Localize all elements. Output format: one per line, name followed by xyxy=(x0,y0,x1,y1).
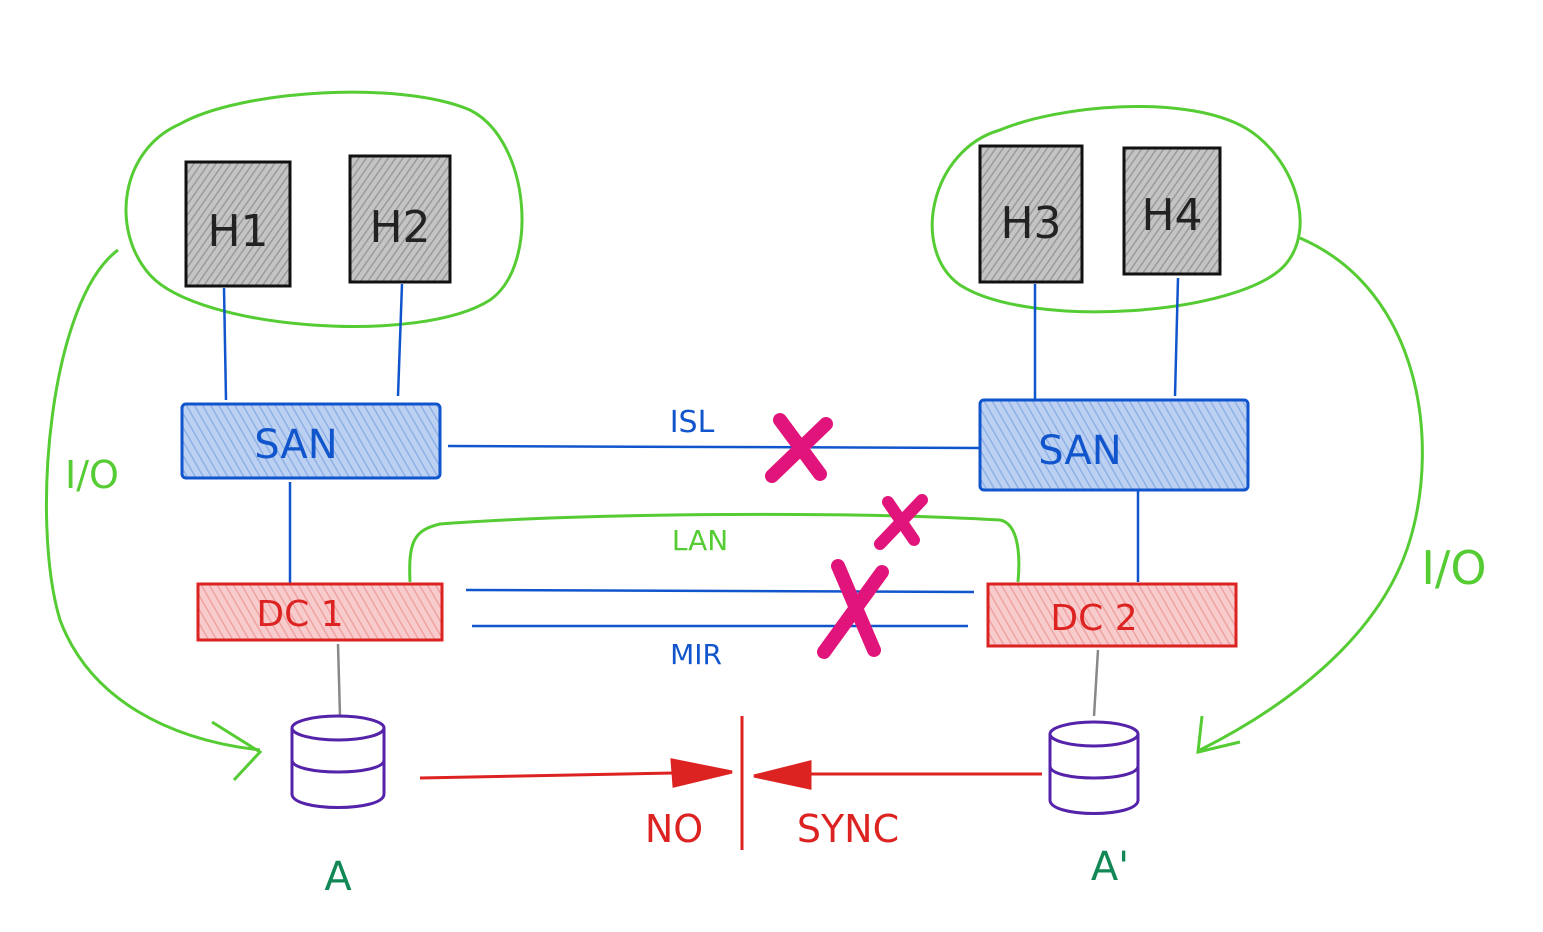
dc-right-label: DC 2 xyxy=(1050,598,1137,639)
io-left-label: I/O xyxy=(65,453,119,497)
host-h3-label: H3 xyxy=(1000,198,1061,249)
volume-a-icon xyxy=(290,714,386,809)
san-switch-left: SAN xyxy=(180,402,442,480)
lan-link: LAN xyxy=(408,512,1021,583)
host-san-links xyxy=(222,277,1180,401)
host-h4: H4 xyxy=(1122,146,1222,276)
io-arrow-left xyxy=(44,248,263,782)
sync-arrows xyxy=(419,758,1042,790)
volume-a-prime-icon xyxy=(1048,720,1140,815)
san-switch-right: SAN xyxy=(978,398,1250,492)
mir-links xyxy=(465,588,975,628)
no-label: NO xyxy=(645,807,703,851)
volume-a-prime-label: A' xyxy=(1091,844,1129,890)
volume-a-label: A xyxy=(324,854,352,900)
lan-label: LAN xyxy=(672,524,728,557)
left-host-cluster xyxy=(124,90,524,328)
right-host-cluster xyxy=(930,105,1302,314)
dc-left: DC 1 xyxy=(196,582,444,642)
isl-label: ISL xyxy=(670,405,715,440)
san-dc-links xyxy=(288,482,1140,584)
dc-left-label: DC 1 xyxy=(256,594,343,635)
san-right-label: SAN xyxy=(1038,428,1121,474)
host-h4-label: H4 xyxy=(1141,190,1202,241)
isl-link: ISL xyxy=(447,405,981,450)
dc-right: DC 2 xyxy=(986,582,1238,648)
io-arrow-right xyxy=(1196,236,1424,754)
host-h2: H2 xyxy=(348,154,452,284)
host-h1: H1 xyxy=(184,160,292,288)
mir-label: MIR xyxy=(670,638,722,671)
sync-label: SYNC xyxy=(797,807,899,851)
host-h3: H3 xyxy=(978,144,1084,284)
lan-break-x xyxy=(874,494,928,550)
host-h1-label: H1 xyxy=(207,206,268,257)
io-right-label: I/O xyxy=(1421,541,1486,595)
san-left-label: SAN xyxy=(254,422,337,468)
host-h2-label: H2 xyxy=(369,202,430,253)
dc-volume-links xyxy=(336,643,1100,717)
isl-break-x xyxy=(765,413,833,483)
mir-break-x xyxy=(817,559,889,659)
